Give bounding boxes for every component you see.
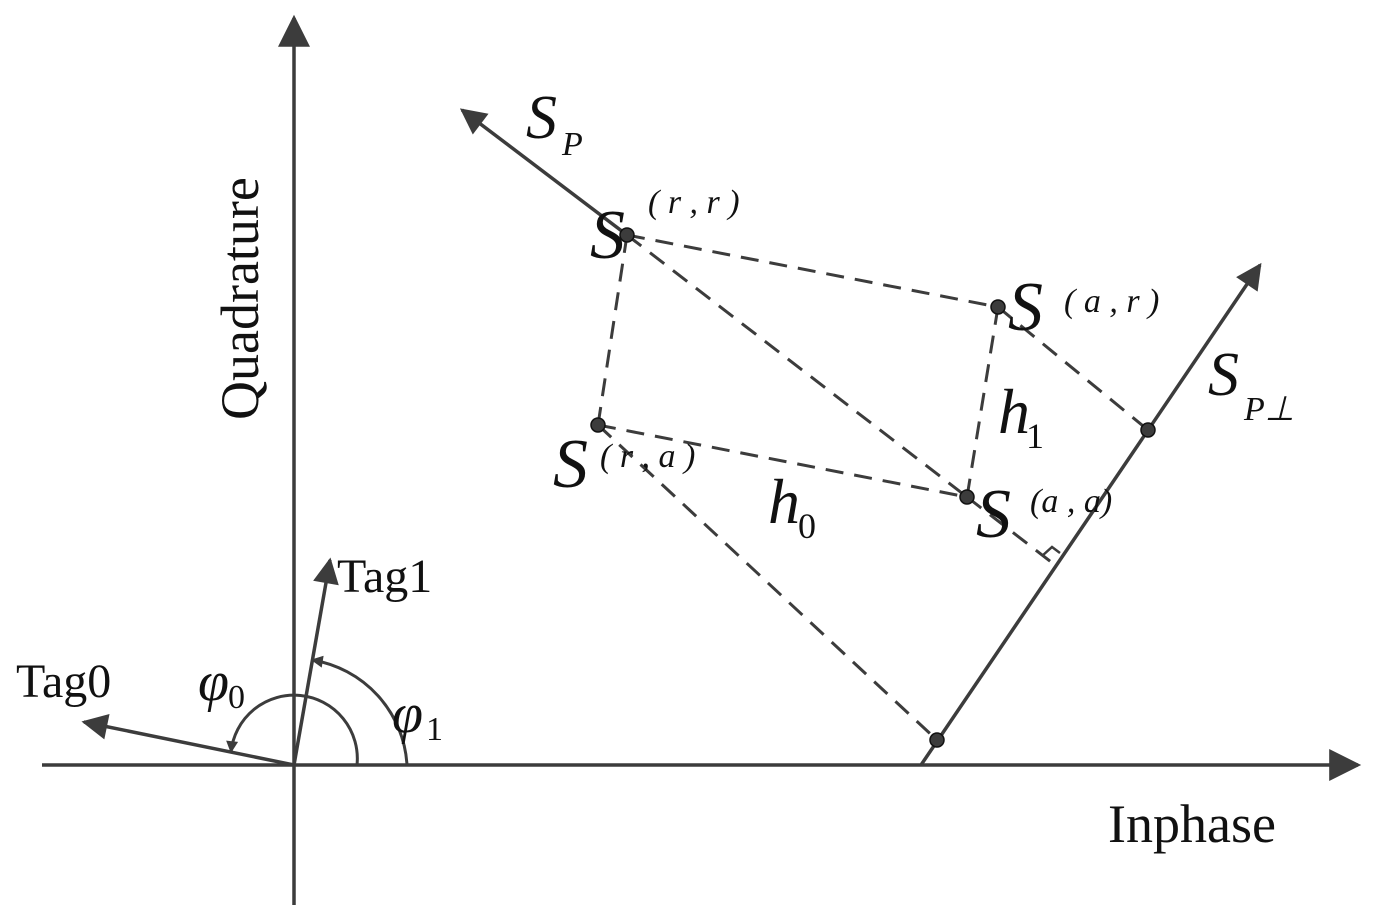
label-ar: S ( a , r ) bbox=[1008, 269, 1159, 346]
point-ar bbox=[990, 299, 1006, 315]
point-aa bbox=[959, 489, 975, 505]
svg-text:S: S bbox=[526, 84, 557, 152]
projection-ar bbox=[1140, 422, 1156, 438]
svg-text:φ: φ bbox=[392, 683, 423, 745]
label-ra: S ( r , a ) bbox=[553, 426, 695, 503]
projection-ra bbox=[929, 732, 945, 748]
label-rr: S ( r , r ) bbox=[590, 184, 740, 274]
svg-text:S: S bbox=[553, 426, 588, 503]
svg-text:P: P bbox=[561, 126, 583, 163]
svg-text:P⊥: P⊥ bbox=[1243, 391, 1294, 428]
label-aa: S (a , a) bbox=[976, 476, 1112, 553]
point-ra bbox=[590, 417, 606, 433]
phi0-label: φ 0 bbox=[198, 651, 245, 716]
sp-vector bbox=[459, 108, 629, 237]
phi0-arc bbox=[226, 693, 359, 766]
sp-label: S P bbox=[526, 84, 583, 163]
sp-perp-vector bbox=[919, 262, 1262, 766]
quadrature-label: Quadrature bbox=[210, 177, 270, 420]
dash-ar-proj bbox=[997, 305, 1149, 432]
dash-aa-proj bbox=[966, 495, 1056, 567]
dash-ra-aa bbox=[597, 423, 968, 499]
svg-text:h: h bbox=[998, 376, 1030, 447]
svg-text:φ: φ bbox=[198, 651, 229, 713]
svg-text:S: S bbox=[1208, 341, 1239, 409]
h0-label: h 0 bbox=[768, 466, 816, 546]
dash-rr-ra bbox=[596, 234, 629, 426]
phi1-arc bbox=[310, 655, 409, 766]
tag0-vector bbox=[81, 713, 295, 767]
svg-text:S: S bbox=[1008, 269, 1043, 346]
tag0-label: Tag0 bbox=[16, 655, 111, 708]
svg-text:h: h bbox=[768, 466, 800, 537]
dash-ra-proj bbox=[596, 423, 939, 742]
svg-text:0: 0 bbox=[798, 506, 816, 546]
svg-text:1: 1 bbox=[1026, 416, 1044, 456]
svg-text:S: S bbox=[976, 476, 1011, 553]
h1-label: h 1 bbox=[998, 376, 1044, 456]
svg-text:1: 1 bbox=[426, 711, 443, 748]
svg-text:( r , r ): ( r , r ) bbox=[648, 184, 740, 221]
svg-text:(a , a): (a , a) bbox=[1030, 483, 1112, 520]
dash-rr-aa bbox=[626, 233, 968, 499]
svg-text:0: 0 bbox=[228, 679, 245, 716]
svg-text:( a , r ): ( a , r ) bbox=[1064, 283, 1159, 320]
dash-ar-aa bbox=[965, 306, 1000, 498]
svg-text:S: S bbox=[590, 197, 625, 274]
inphase-label: Inphase bbox=[1108, 794, 1276, 854]
dashed-lines bbox=[596, 233, 1149, 742]
svg-text:( r , a ): ( r , a ) bbox=[600, 438, 695, 475]
point-rr bbox=[619, 227, 635, 243]
phi1-label: φ 1 bbox=[392, 683, 443, 748]
constellation-points bbox=[590, 227, 1156, 748]
dash-rr-ar bbox=[626, 233, 999, 309]
sp-perp-label: S P⊥ bbox=[1208, 341, 1294, 428]
tag1-label: Tag1 bbox=[337, 550, 432, 603]
right-angle-marker bbox=[1041, 545, 1061, 557]
